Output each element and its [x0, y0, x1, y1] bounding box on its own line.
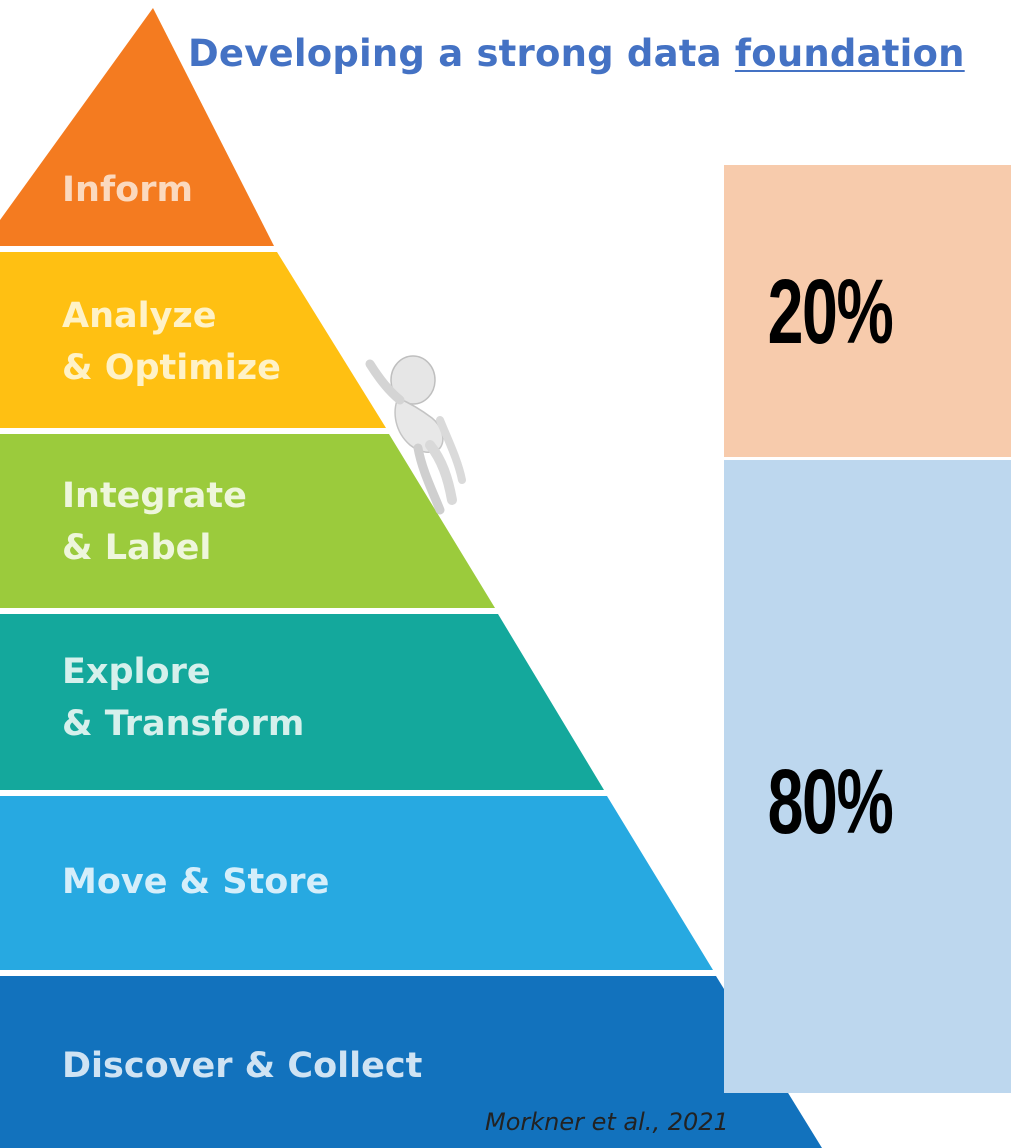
tier-label-line: Analyze — [62, 296, 217, 336]
tier-label-line: Integrate — [62, 476, 247, 516]
percent-box-bottom — [724, 460, 1011, 1093]
tier-label-explore-transform: Explore & Transform — [62, 646, 304, 750]
percent-box-top — [724, 165, 1011, 457]
tier-label-line: & Transform — [62, 704, 305, 744]
tier-label-line: Explore — [62, 652, 211, 692]
tier-label-discover-collect: Discover & Collect — [62, 1040, 422, 1092]
percent-label-bottom: 80% — [767, 751, 894, 853]
tier-discover-collect — [0, 976, 822, 1148]
tier-label-line: Inform — [62, 170, 193, 210]
tier-label-line: Move & Store — [62, 862, 330, 902]
tier-integrate-label — [0, 434, 495, 608]
tier-move-store — [0, 796, 713, 970]
tier-label-move-store: Move & Store — [62, 856, 329, 908]
tier-label-analyze-optimize: Analyze & Optimize — [62, 290, 281, 394]
climbing-figure-icon — [365, 355, 466, 515]
title-prefix: Developing a strong data — [188, 32, 735, 75]
page-title: Developing a strong data foundation — [188, 30, 1011, 78]
tier-label-line: & Optimize — [62, 348, 281, 388]
tier-label-integrate-label: Integrate & Label — [62, 470, 247, 574]
tier-label-line: & Label — [62, 528, 212, 568]
tier-analyze-optimize — [0, 252, 386, 428]
percent-label-top: 20% — [767, 261, 894, 363]
citation: Morkner et al., 2021 — [485, 1108, 729, 1136]
tier-label-line: Discover & Collect — [62, 1046, 423, 1086]
tier-label-inform: Inform — [62, 164, 193, 216]
tier-explore-transform — [0, 614, 604, 790]
title-underlined-word: foundation — [734, 32, 965, 75]
tier-inform — [0, 8, 274, 246]
